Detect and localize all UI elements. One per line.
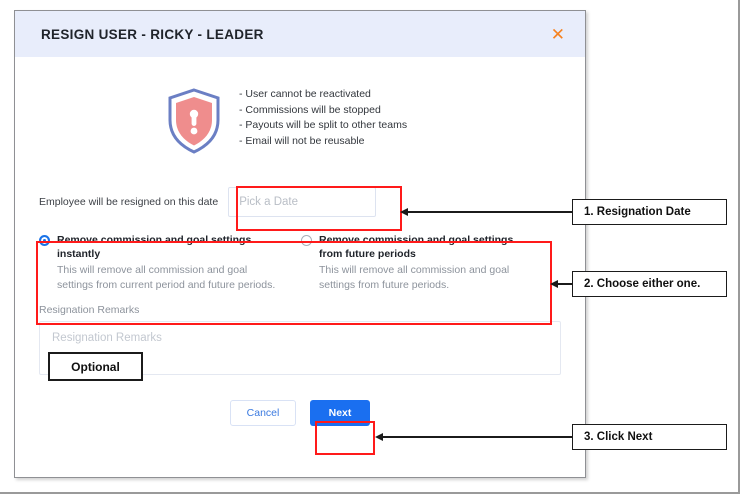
warning-block: - User cannot be reactivated - Commissio… [39,57,561,159]
badge-optional: Optional [48,352,143,381]
arrow-line-2 [558,283,572,285]
dialog-body: - User cannot be reactivated - Commissio… [15,57,585,477]
warning-list: - User cannot be reactivated - Commissio… [239,87,407,149]
callout-choose-option: 2. Choose either one. [572,271,727,297]
radio-remove-future-periods[interactable] [301,235,312,246]
dialog-header: RESIGN USER - RICKY - LEADER ✕ [15,11,585,57]
arrow-line-1 [408,211,572,213]
shield-warning-icon [167,88,221,159]
arrow-head-1 [400,207,408,216]
warning-item: - Email will not be reusable [239,134,365,147]
option-description: This will remove all commission and goal… [57,264,276,291]
next-button-wrap: Next [310,400,370,426]
option-remove-instantly[interactable]: Remove commission and goal settings inst… [39,233,287,292]
dialog-footer: Cancel Next [39,400,561,426]
next-button[interactable]: Next [310,400,370,426]
arrow-head-3 [375,432,383,441]
warning-item: - Payouts will be split to other teams [239,119,408,131]
option-title: Remove commission and goal settings inst… [57,234,252,260]
radio-remove-instantly[interactable] [39,235,50,246]
resignation-remarks-wrap [39,321,561,380]
callout-resignation-date: 1. Resignation Date [572,199,727,225]
warning-item: - Commissions will be stopped [239,103,381,116]
warning-item: - User cannot be reactivated [239,88,371,100]
resign-user-dialog: RESIGN USER - RICKY - LEADER ✕ - User ca… [14,10,586,478]
resignation-date-field-wrap [228,187,377,217]
close-icon[interactable]: ✕ [550,24,565,44]
commission-options-group: Remove commission and goal settings inst… [39,233,561,292]
option-description: This will remove all commission and goal… [319,264,510,291]
arrow-line-3 [383,436,572,438]
resignation-remarks-input[interactable] [39,321,561,375]
resignation-date-input[interactable] [228,187,377,217]
frame-edge-bottom [0,492,740,494]
resignation-remarks-label: Resignation Remarks [39,304,140,316]
callout-click-next: 3. Click Next [572,424,727,450]
option-remove-future-periods[interactable]: Remove commission and goal settings from… [287,233,535,292]
option-title: Remove commission and goal settings from… [319,234,514,260]
arrow-head-2 [550,279,558,288]
page-title: RESIGN USER - RICKY - LEADER [41,26,264,42]
resignation-date-label: Employee will be resigned on this date [39,196,219,208]
cancel-button[interactable]: Cancel [230,400,296,426]
frame-edge-right [738,0,740,494]
